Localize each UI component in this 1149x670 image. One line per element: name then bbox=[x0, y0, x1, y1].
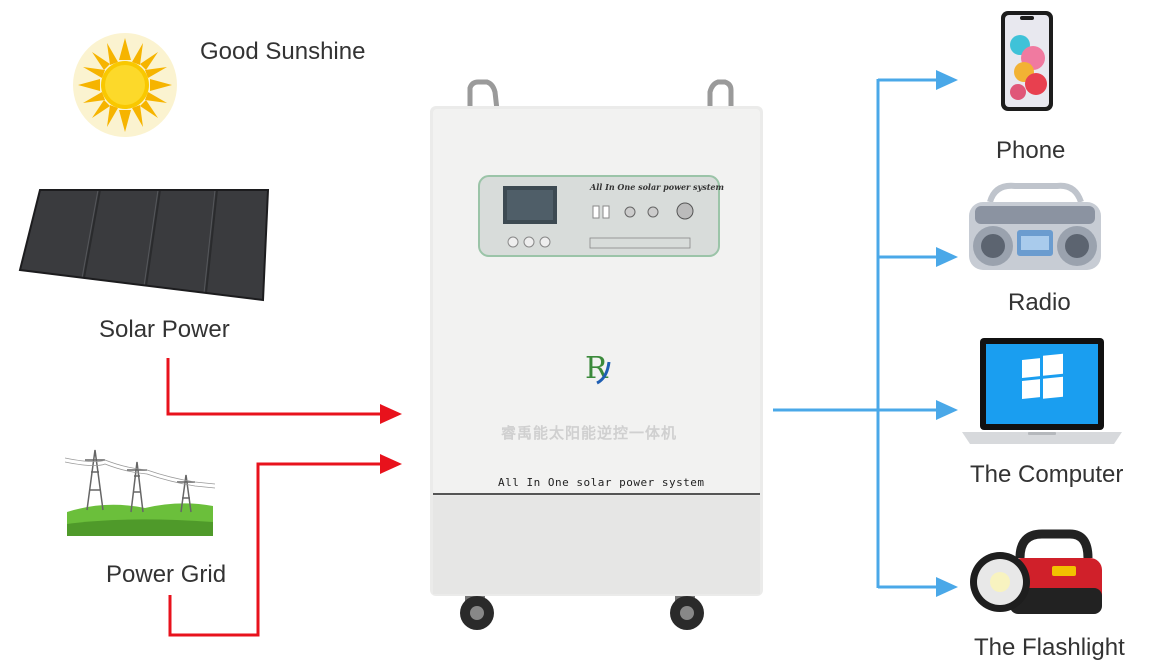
solar-power-label: Solar Power bbox=[99, 316, 230, 343]
computer-label: The Computer bbox=[970, 461, 1124, 488]
laptop-icon bbox=[962, 338, 1122, 444]
unit-body: R bbox=[430, 79, 763, 630]
unit-chinese-label: 睿禹能太阳能逆控一体机 bbox=[501, 424, 678, 442]
output-arrowhead-phone bbox=[936, 70, 958, 90]
panel-title: All In One solar power system bbox=[590, 182, 724, 192]
output-arrowhead-computer bbox=[936, 400, 958, 420]
solar-input-arrowhead bbox=[380, 404, 402, 424]
output-arrowhead-radio bbox=[936, 247, 958, 267]
flashlight-label: The Flashlight bbox=[974, 634, 1125, 661]
grid-input-line bbox=[168, 462, 385, 637]
flashlight-icon bbox=[970, 529, 1102, 614]
solar-input-line bbox=[166, 358, 385, 416]
power-grid-icon bbox=[65, 449, 215, 536]
output-arrowhead-flashlight bbox=[936, 577, 958, 597]
sunshine-label: Good Sunshine bbox=[200, 38, 366, 65]
unit-front-label: All In One solar power system bbox=[498, 476, 705, 489]
radio-icon bbox=[969, 182, 1101, 270]
phone-label: Phone bbox=[996, 137, 1066, 164]
phone-icon bbox=[1001, 11, 1053, 111]
svg-text:R: R bbox=[585, 351, 609, 386]
power-grid-label: Power Grid bbox=[106, 561, 227, 588]
radio-label: Radio bbox=[1008, 289, 1071, 316]
grid-input-arrowhead bbox=[380, 454, 402, 474]
all-in-one-unit: R All In One solar power system 睿禹能太阳能逆控… bbox=[425, 78, 775, 638]
sun-icon bbox=[73, 33, 177, 137]
solar-panel-icon bbox=[18, 189, 270, 302]
